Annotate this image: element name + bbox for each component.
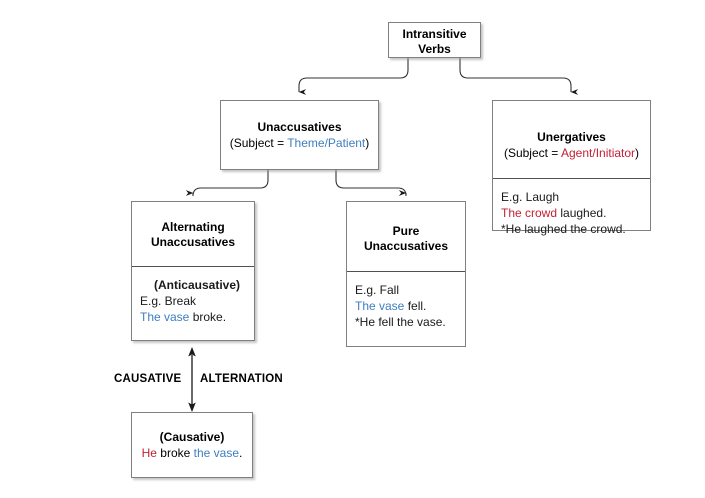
edge-unaccusatives-to-alternating <box>185 169 269 197</box>
pure-line2-rest: fell. <box>404 299 427 313</box>
edge-root-to-unaccusatives <box>298 57 409 95</box>
causative-period: . <box>239 446 243 460</box>
node-pure-unaccusatives[interactable]: Pure Unaccusatives E.g. Fall The vase fe… <box>346 201 466 347</box>
unergatives-body: E.g. Laugh The crowd laughed. *He laughe… <box>493 179 650 237</box>
alternating-line2-subject: The vase <box>140 310 190 324</box>
pure-example-line1: E.g. Fall <box>355 283 400 297</box>
pure-heading-line1: Pure <box>392 224 420 238</box>
alternating-example-line2: The vase broke. <box>140 309 254 325</box>
node-unaccusatives[interactable]: Unaccusatives (Subject = Theme/Patient) <box>220 100 379 170</box>
arrowhead-up-icon <box>188 347 196 357</box>
unaccusatives-sub-prefix: (Subject = <box>229 136 288 150</box>
edge-unaccusatives-to-pure <box>335 169 407 197</box>
unergatives-sub-role: Agent/Initiator <box>561 146 636 160</box>
pure-example-line2: The vase fell. <box>355 298 465 314</box>
node-unergatives[interactable]: Unergatives (Subject = Agent/Initiator) … <box>492 100 651 236</box>
alternating-heading-line2: Unaccusatives <box>150 235 236 249</box>
alternating-heading-line1: Alternating <box>161 220 225 234</box>
unergatives-subject-line: (Subject = Agent/Initiator) <box>493 145 650 161</box>
causative-title: (Causative) <box>159 430 225 444</box>
unergatives-heading: Unergatives <box>537 130 606 144</box>
root-label-line2: Verbs <box>418 42 451 56</box>
node-intransitive-verbs[interactable]: Intransitive Verbs <box>388 22 481 58</box>
unergatives-example-line1: E.g. Laugh <box>501 190 560 204</box>
unergatives-example-line3: *He laughed the crowd. <box>501 222 626 236</box>
alternating-line2-rest: broke. <box>189 310 227 324</box>
node-causative[interactable]: (Causative) He broke the vase. <box>131 412 253 478</box>
pure-divider <box>347 271 465 272</box>
unergatives-line2-rest: laughed. <box>557 206 607 220</box>
unaccusatives-sub-role: Theme/Patient <box>287 136 366 150</box>
pure-line2-subject: The vase <box>355 299 405 313</box>
unergatives-divider <box>493 178 650 179</box>
unergatives-line2-subject: The crowd <box>501 206 558 220</box>
arrowhead-down-icon <box>188 402 196 412</box>
unaccusatives-subject-line: (Subject = Theme/Patient) <box>221 135 378 151</box>
node-alternating-unaccusatives[interactable]: Alternating Unaccusatives (Anticausative… <box>131 201 255 341</box>
unaccusatives-sub-suffix: ) <box>365 136 370 150</box>
alternating-divider <box>132 266 254 267</box>
unergatives-example-line2: The crowd laughed. <box>501 205 650 221</box>
causative-object: the vase <box>193 446 240 460</box>
alternating-body: (Anticausative) E.g. Break The vase brok… <box>132 267 254 325</box>
root-label-line1: Intransitive <box>402 27 467 41</box>
unergatives-sub-prefix: (Subject = <box>503 146 561 160</box>
causative-sentence: He broke the vase. <box>132 445 252 461</box>
label-alternation: ALTERNATION <box>200 373 283 385</box>
label-causative: CAUSATIVE <box>114 373 182 385</box>
causative-verb: broke <box>156 446 194 460</box>
causative-subject: He <box>141 446 157 460</box>
pure-body: E.g. Fall The vase fell. *He fell the va… <box>347 272 465 330</box>
pure-example-line3: *He fell the vase. <box>355 315 446 329</box>
pure-heading-line2: Unaccusatives <box>363 239 449 253</box>
unaccusatives-heading: Unaccusatives <box>257 120 342 134</box>
edge-root-to-unergatives <box>459 57 579 95</box>
unergatives-sub-suffix: ) <box>635 146 640 160</box>
alternating-example-line1: E.g. Break <box>140 294 197 308</box>
alternating-body-title: (Anticausative) <box>153 278 241 292</box>
